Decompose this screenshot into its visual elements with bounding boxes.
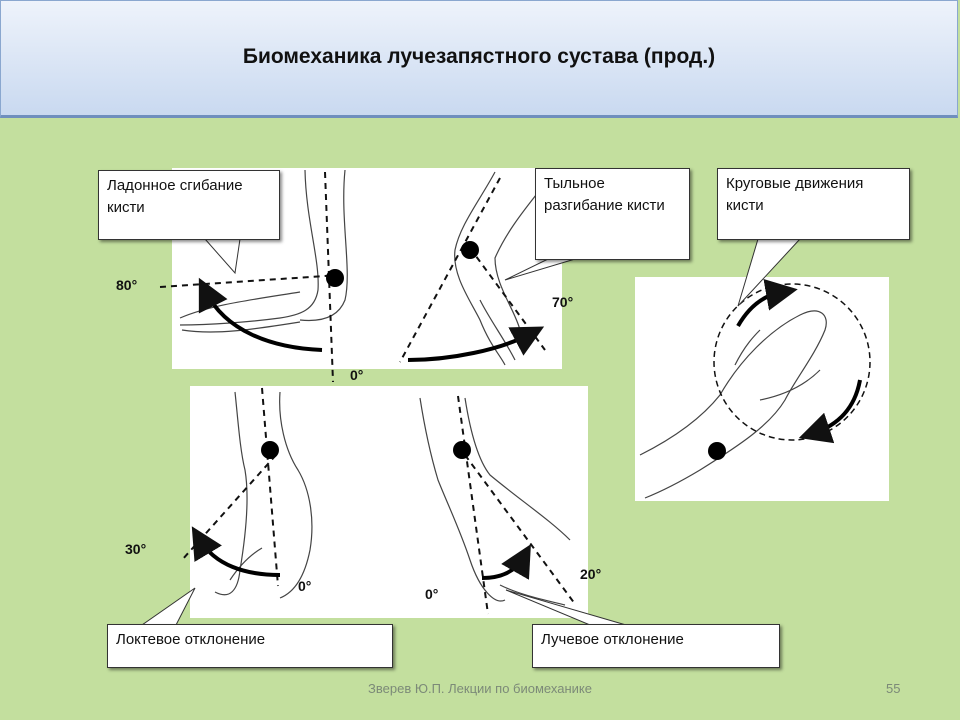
angle-flexion: 80° <box>116 277 138 293</box>
ulnar-arrow <box>191 526 281 577</box>
joint-dot-circular <box>708 442 726 460</box>
palmar-flexion-callout: Ладонное сгибание кисти <box>98 170 280 240</box>
ulnar-deviation-label: Локтевое отклонение <box>116 631 266 648</box>
slide-title: Биомеханика лучезапястного сустава (прод… <box>242 45 716 68</box>
title-bar: Биомеханика лучезапястного сустава (прод… <box>0 0 958 118</box>
angle-extension: 70° <box>552 294 574 310</box>
angle-ulnar-zero: 0° <box>298 578 312 594</box>
angle-ulnar: 30° <box>125 541 147 557</box>
dorsal-extension-callout: Тыльное разгибание кисти <box>535 168 690 260</box>
circular-motion-label: Круговые движения кисти <box>726 175 864 214</box>
ulnar-deviation-callout: Локтевое отклонение <box>107 624 393 668</box>
circular-motion-panel <box>635 277 889 501</box>
joint-dot-flexion <box>326 269 344 287</box>
extension-arrow <box>407 326 545 362</box>
circular-arrow-bottom <box>798 379 862 444</box>
angle-zero-top: 0° <box>350 367 364 383</box>
palmar-flexion-label: Ладонное сгибание кисти <box>107 177 243 216</box>
radial-deviation-label: Лучевое отклонение <box>541 631 684 648</box>
radial-arrow <box>481 544 531 580</box>
joint-dot-radial <box>453 441 471 459</box>
joint-dot-extension <box>461 241 479 259</box>
joint-dot-ulnar <box>261 441 279 459</box>
dorsal-extension-label: Тыльное разгибание кисти <box>544 175 665 214</box>
radial-deviation-callout: Лучевое отклонение <box>532 624 780 668</box>
flexion-arrow <box>198 277 323 352</box>
circular-motion-callout: Круговые движения кисти <box>717 168 910 240</box>
footer-text: Зверев Ю.П. Лекции по биомеханике <box>368 681 592 696</box>
angle-radial-zero: 0° <box>425 586 439 602</box>
page-number: 55 <box>886 681 901 696</box>
forearm-outline-1 <box>179 169 319 326</box>
angle-radial: 20° <box>580 566 602 582</box>
circular-arrow-top <box>736 279 798 328</box>
